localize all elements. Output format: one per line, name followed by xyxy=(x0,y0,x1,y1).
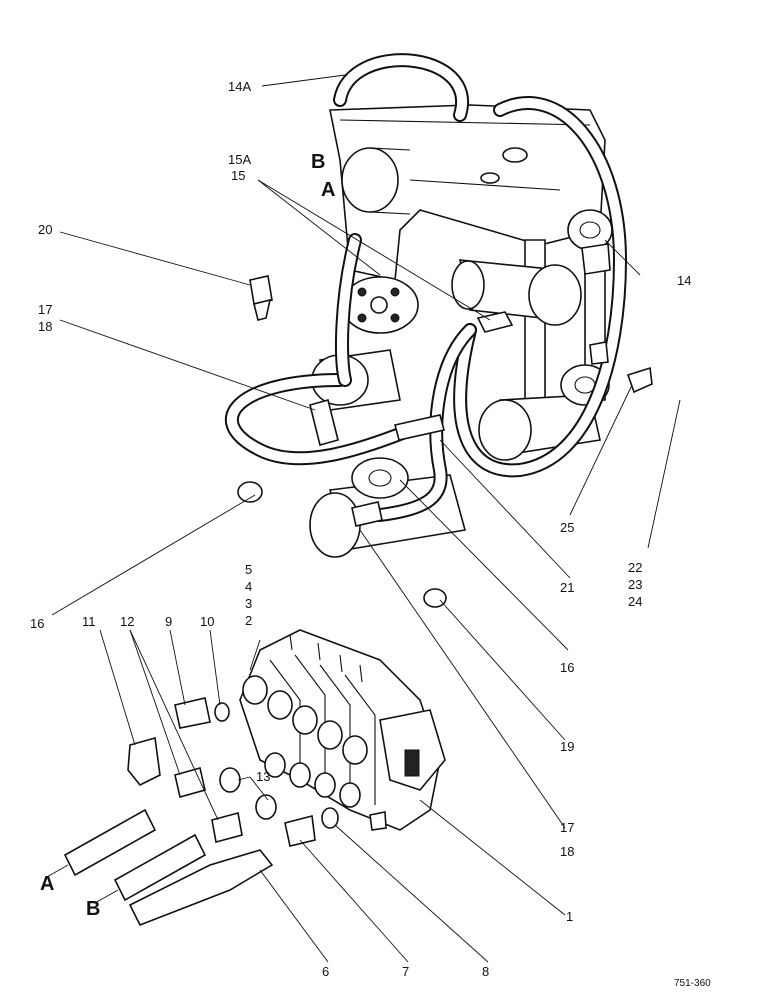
callout-15: 15 xyxy=(231,168,245,183)
callout-4: 4 xyxy=(245,579,252,594)
upper-cylinder-cap xyxy=(341,147,399,213)
callout-18-upper: 18 xyxy=(38,319,52,334)
adapter-12b xyxy=(211,812,243,843)
elbow-11 xyxy=(127,736,161,787)
cylinder-assembly xyxy=(309,259,610,558)
callout-18-lower: 18 xyxy=(560,844,574,859)
control-valve-bank xyxy=(239,629,446,831)
port-b-lower: B xyxy=(86,898,100,920)
adapter-7 xyxy=(284,814,316,847)
callout-12: 12 xyxy=(120,614,134,629)
callout-24: 24 xyxy=(628,594,642,609)
callout-14a: 14A xyxy=(228,79,251,94)
callout-21: 21 xyxy=(560,580,574,595)
leader-lines xyxy=(44,74,681,963)
callout-8: 8 xyxy=(482,964,489,979)
callout-15a: 15A xyxy=(228,152,251,167)
port-a-lower: A xyxy=(40,873,54,895)
hose-end-a xyxy=(63,808,157,877)
port-a-upper: A xyxy=(321,179,335,201)
callout-20: 20 xyxy=(38,222,52,237)
callout-9: 9 xyxy=(165,614,172,629)
callout-labels: 14A 15A 15 14 20 17 18 25 21 22 23 24 16… xyxy=(30,79,691,979)
callout-10: 10 xyxy=(200,614,214,629)
callout-11: 11 xyxy=(82,614,96,629)
fitting-19 xyxy=(423,588,447,608)
callout-19: 19 xyxy=(560,739,574,754)
callout-16-right: 16 xyxy=(560,660,574,675)
hose-end-6 xyxy=(128,849,274,927)
port-labels: B A A B xyxy=(40,151,335,920)
callout-25: 25 xyxy=(560,520,574,535)
clip-25 xyxy=(626,366,653,394)
callout-23: 23 xyxy=(628,577,642,592)
callout-3: 3 xyxy=(245,596,252,611)
callout-17-lower: 17 xyxy=(560,820,574,835)
callout-17-upper: 17 xyxy=(38,302,52,317)
hoses xyxy=(224,53,628,522)
callout-13: 13 xyxy=(256,769,270,784)
fitting-20 xyxy=(249,275,273,305)
fitting-17 xyxy=(309,399,339,446)
callout-22: 22 xyxy=(628,560,642,575)
callout-5: 5 xyxy=(245,562,252,577)
port-b-upper: B xyxy=(311,151,325,173)
callout-16-left: 16 xyxy=(30,616,44,631)
upper-fittings xyxy=(237,243,653,608)
figure-code: 751-360 xyxy=(674,978,711,989)
hose-end-b xyxy=(113,833,207,902)
callout-14: 14 xyxy=(677,273,691,288)
ring-10 xyxy=(214,702,230,722)
ring-13b xyxy=(255,794,277,820)
callout-1: 1 xyxy=(566,909,573,924)
fitting-15 xyxy=(476,311,514,333)
fitting-16 xyxy=(237,481,263,503)
ring-8 xyxy=(321,807,339,829)
callout-6: 6 xyxy=(322,964,329,979)
ring-13a xyxy=(219,767,241,793)
adapter-9 xyxy=(174,697,211,729)
callout-7: 7 xyxy=(402,964,409,979)
callout-2: 2 xyxy=(245,613,252,628)
